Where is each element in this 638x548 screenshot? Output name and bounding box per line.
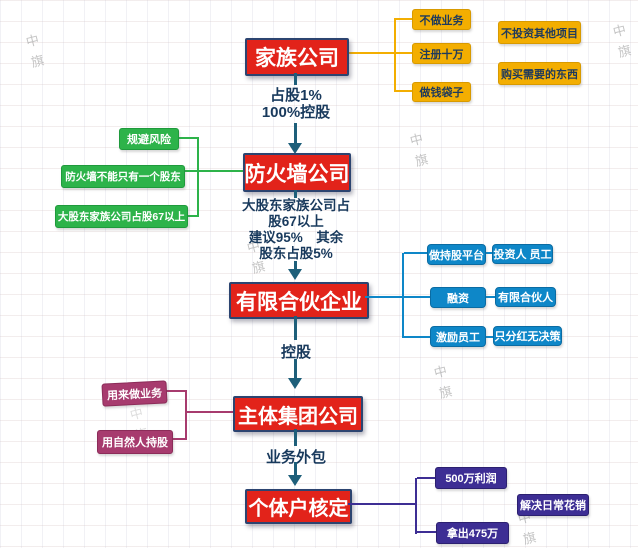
note-daily-expenses: 解决日常花销: [517, 494, 589, 516]
note-limited-partner: 有限合伙人: [495, 287, 556, 307]
watermark: 中旗: [408, 131, 430, 170]
arrow-line: [294, 316, 297, 340]
note-no-other-investments: 不投资其他项目: [498, 21, 581, 44]
arrow-line: [294, 123, 297, 144]
node-individual-business: 个体户核定: [245, 489, 352, 524]
connector-blue: [484, 336, 493, 338]
connector-rose: [185, 390, 187, 440]
arrow-line: [294, 359, 297, 379]
connector-rose: [164, 390, 185, 392]
connector-yellow: [396, 90, 412, 92]
connector-blue: [365, 296, 403, 298]
edge-label-line: 建议95% 其余: [248, 230, 344, 245]
node-firewall-company: 防火墙公司: [243, 153, 351, 192]
edge-label-line: 股67以上: [268, 214, 324, 229]
connector-blue: [484, 252, 492, 254]
note-natural-person-shareholding: 用自然人持股: [97, 430, 173, 454]
note-5m-profit: 500万利润: [435, 467, 507, 489]
note-motivate-employees: 激励员工: [430, 326, 486, 347]
node-family-company: 家族公司: [245, 38, 349, 76]
edge-label-shareholding-rules: 大股东家族公司占 股67以上 建议95% 其余 股东占股5%: [234, 198, 358, 262]
note-no-business: 不做业务: [412, 9, 471, 30]
connector-green: [183, 170, 243, 172]
connector-green: [177, 137, 197, 139]
arrow-down-icon: [288, 143, 302, 154]
arrow-line: [294, 190, 297, 198]
note-buy-needed-things: 购买需要的东西: [498, 62, 581, 85]
note-investors-employees: 投资人 员工: [492, 244, 553, 264]
connector-green: [186, 215, 197, 217]
connector-purple: [417, 477, 435, 479]
connector-purple: [348, 503, 417, 505]
node-main-group-company: 主体集团公司: [233, 396, 363, 432]
arrow-down-icon: [288, 475, 302, 486]
connector-yellow: [394, 18, 396, 92]
edge-label-line: 大股东家族公司占: [242, 198, 350, 213]
node-limited-partnership: 有限合伙企业: [229, 282, 369, 319]
note-majority-67pct: 大股东家族公司占股67以上: [55, 205, 188, 228]
connector-rose: [187, 411, 233, 413]
connector-blue: [484, 296, 496, 298]
connector-blue: [404, 336, 430, 338]
arrow-line: [294, 462, 297, 475]
note-take-out-4-75m: 拿出475万: [436, 522, 509, 544]
watermark: 中旗: [432, 363, 454, 402]
arrow-down-icon: [288, 378, 302, 389]
connector-purple: [415, 478, 417, 534]
watermark: 中旗: [611, 22, 633, 61]
note-dividends-no-decision: 只分红无决策: [493, 326, 562, 346]
note-money-bag: 做钱袋子: [412, 82, 471, 102]
connector-blue: [404, 296, 431, 298]
note-financing: 融资: [430, 287, 486, 308]
edge-label-holding: 控股: [280, 344, 311, 361]
edge-label-line: 股东占股5%: [259, 246, 333, 261]
watermark: 中旗: [24, 32, 46, 71]
edge-label-outsourcing: 业务外包: [265, 449, 326, 466]
arrow-down-icon: [288, 269, 302, 280]
edge-label-line: 100%控股: [261, 104, 331, 121]
connector-purple: [417, 531, 436, 533]
note-register-100k: 注册十万: [412, 43, 471, 64]
connector-blue: [404, 252, 427, 254]
note-for-business: 用来做业务: [101, 380, 168, 407]
connector-yellow: [396, 52, 412, 54]
connector-green: [197, 137, 199, 217]
note-avoid-risk: 规避风险: [119, 128, 179, 150]
arrow-line: [294, 73, 297, 85]
connector-yellow: [396, 18, 412, 20]
connector-yellow: [345, 52, 394, 54]
arrow-line: [294, 261, 297, 270]
connector-rose: [171, 438, 185, 440]
edge-label-line: 占股1%: [270, 87, 322, 104]
note-holding-platform: 做持股平台: [427, 244, 486, 265]
arrow-line: [294, 429, 297, 446]
note-firewall-shareholders: 防火墙不能只有一个股东: [61, 165, 185, 188]
edge-label-share-1pct: 占股1% 100%控股: [246, 87, 346, 121]
connector-blue: [402, 253, 404, 338]
